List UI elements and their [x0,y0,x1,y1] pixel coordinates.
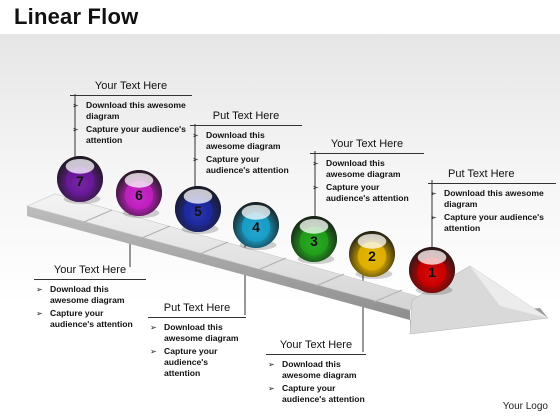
callout-bullet: Download this awesome diagram [190,130,302,152]
logo-text: Your Logo [502,401,548,412]
callout-bullet: Download this awesome diagram [148,322,246,344]
step-balls: 1 2 3 4 5 6 7 [57,156,455,295]
callout-step-7: Your Text Here Download this awesome dia… [70,80,192,148]
callout-bullet: Capture your audience's attention [34,308,146,330]
callout-bullet: Capture your audience's attention [190,154,302,176]
step-number: 5 [194,203,202,219]
callout-step-4: Put Text Here Download this awesome diag… [148,302,246,381]
step-ball-2: 2 [349,231,395,279]
callout-bullets: Download this awesome diagram Capture yo… [428,188,556,234]
step-ball-1: 1 [409,247,455,295]
callout-step-5: Put Text Here Download this awesome diag… [190,110,302,178]
step-number: 7 [76,173,84,189]
callout-heading: Your Text Here [34,264,146,280]
callout-bullet: Capture your audience's attention [266,383,366,405]
callout-bullets: Download this awesome diagram Capture yo… [70,100,192,146]
step-ball-6: 6 [116,170,162,218]
callout-heading: Your Text Here [310,138,424,154]
callout-step-3: Your Text Here Download this awesome dia… [310,138,424,206]
callout-heading: Put Text Here [190,110,302,126]
callout-step-6: Your Text Here Download this awesome dia… [34,264,146,332]
callout-bullets: Download this awesome diagram Capture yo… [310,158,424,204]
step-number: 4 [252,219,260,235]
callout-heading: Put Text Here [428,168,556,184]
step-number: 1 [428,264,436,280]
step-number: 6 [135,187,143,203]
step-ball-5: 5 [175,186,221,234]
callout-bullet: Capture your audience's attention [310,182,424,204]
callout-bullet: Download this awesome diagram [428,188,556,210]
callout-bullet: Download this awesome diagram [266,359,366,381]
callout-heading: Your Text Here [70,80,192,96]
slide-title: Linear Flow [14,4,139,29]
step-number: 2 [368,248,376,264]
callout-heading: Your Text Here [266,339,366,355]
callout-bullets: Download this awesome diagram Capture yo… [266,359,366,405]
callout-step-1: Put Text Here Download this awesome diag… [428,168,556,236]
callout-step-2: Your Text Here Download this awesome dia… [266,339,366,407]
callout-bullets: Download this awesome diagram Capture yo… [148,322,246,379]
step-number: 3 [310,233,318,249]
callout-bullets: Download this awesome diagram Capture yo… [34,284,146,330]
callout-bullet: Capture your audience's attention [70,124,192,146]
callout-bullet: Download this awesome diagram [34,284,146,306]
callout-bullet: Download this awesome diagram [70,100,192,122]
callout-bullet: Capture your audience's attention [148,346,246,379]
callout-bullet: Download this awesome diagram [310,158,424,180]
step-ball-3: 3 [291,216,337,264]
step-ball-7: 7 [57,156,103,204]
callout-bullet: Capture your audience's attention [428,212,556,234]
step-ball-4: 4 [233,202,279,250]
callout-heading: Put Text Here [148,302,246,318]
callout-bullets: Download this awesome diagram Capture yo… [190,130,302,176]
